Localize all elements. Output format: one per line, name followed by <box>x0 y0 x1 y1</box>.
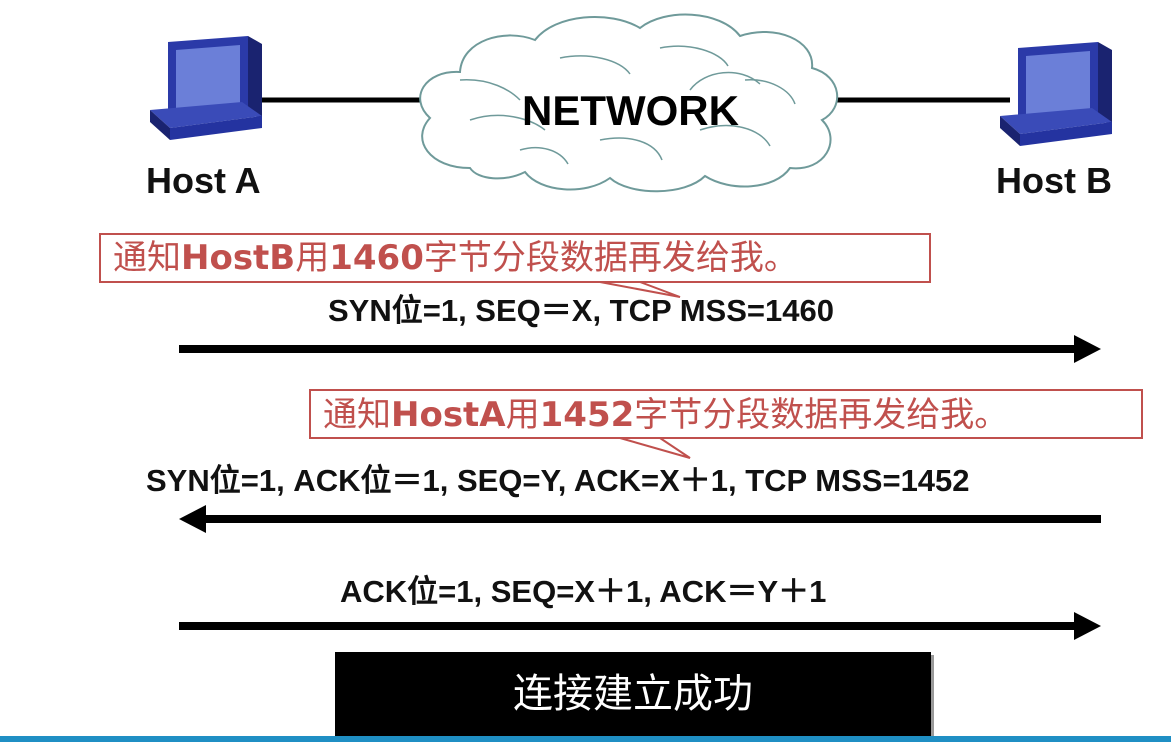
syn-ack-message-label: SYN位=1, ACK位＝1, SEQ=Y, ACK=X＋1, TCP MSS=… <box>146 463 970 498</box>
host-b-label: Host B <box>996 160 1112 201</box>
callout-text: 字节分段数据再发给我。 <box>423 238 798 278</box>
connection-established-text: 连接建立成功 <box>513 671 753 717</box>
ack-message-label: ACK位=1, SEQ=X＋1, ACK＝Y＋1 <box>340 574 827 609</box>
callout-host: HostA <box>391 395 506 435</box>
callout-mss-value: 1460 <box>329 238 424 278</box>
connection-established-banner: 连接建立成功 <box>335 652 931 742</box>
callout-text: 通知 <box>113 238 181 278</box>
arrow-right-icon <box>179 612 1101 640</box>
callout-host-a-mss: 通知HostA用1452字节分段数据再发给我。 <box>309 389 1143 439</box>
syn-message-label: SYN位=1, SEQ＝X, TCP MSS=1460 <box>328 293 834 328</box>
host-b-computer-icon <box>1000 42 1112 146</box>
callout-text: 字节分段数据再发给我。 <box>634 395 1009 435</box>
callout-2-tail <box>619 437 691 459</box>
callout-host-b-mss: 通知HostB用1460字节分段数据再发给我。 <box>99 233 931 283</box>
callout-text: 用 <box>295 238 330 278</box>
callout-text: 用 <box>505 395 540 435</box>
bottom-stripe <box>0 736 1171 742</box>
network-label: NETWORK <box>522 87 739 134</box>
callout-text: 通知 <box>323 395 391 435</box>
callout-mss-value: 1452 <box>539 395 635 435</box>
host-a-computer-icon <box>150 36 262 140</box>
callout-host: HostB <box>181 238 296 278</box>
arrow-right-icon <box>179 335 1101 363</box>
arrow-left-icon <box>179 505 1101 533</box>
host-a-label: Host A <box>146 160 261 201</box>
cloud-icon <box>419 13 839 193</box>
